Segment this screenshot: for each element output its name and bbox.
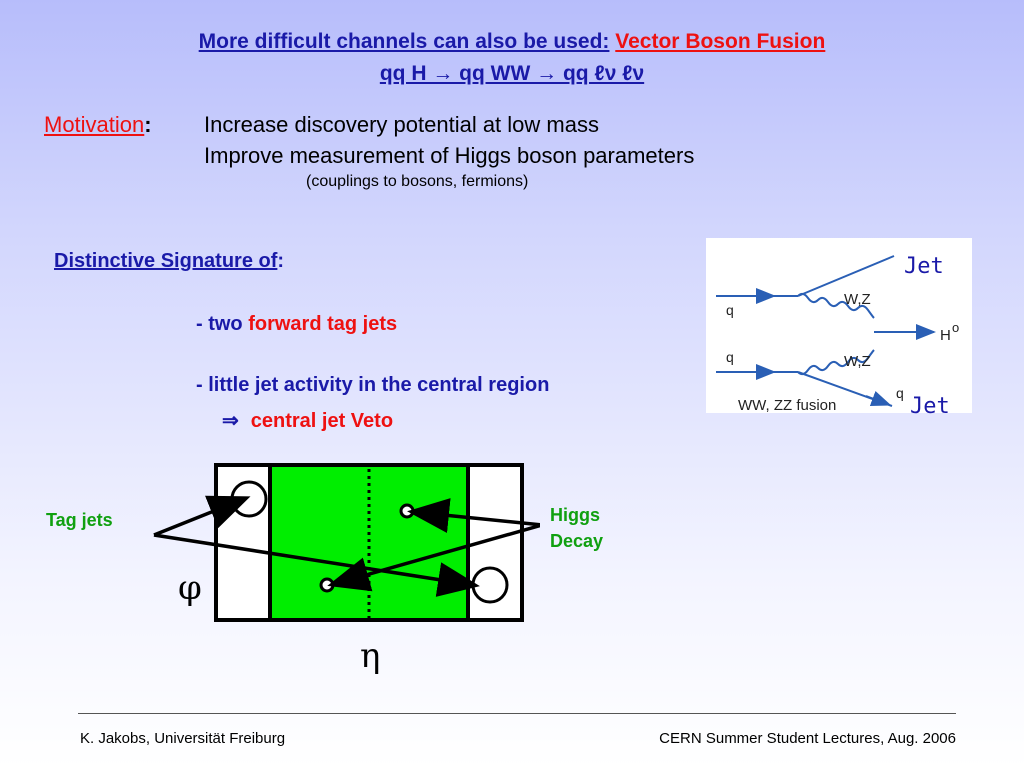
signature-colon: : (277, 250, 285, 272)
bullet-3-text: central jet Veto (250, 410, 394, 432)
boson-wave-bottom (797, 349, 875, 376)
higgs-arrow-bottom (327, 523, 540, 592)
title-prefix: More difficult channels can also be used… (198, 30, 610, 53)
motivation-line-1: Increase discovery potential at low mass (204, 112, 599, 137)
motivation-heading: Motivation: (44, 112, 152, 138)
title-highlight: Vector Boson Fusion (615, 30, 826, 53)
bullet-1-prefix: - two (196, 313, 243, 335)
jet-label-bottom: Jet (910, 394, 950, 419)
q-in-bottom-label: q (726, 349, 734, 365)
slide-title: More difficult channels can also be used… (0, 30, 1024, 54)
motivation-line-3: (couplings to bosons, fermions) (306, 173, 529, 190)
higgs-label: H (940, 327, 951, 344)
feynman-diagram: q q W,Z W,Z H o q WW, ZZ fusion (706, 238, 972, 414)
footer-divider (78, 713, 956, 714)
bullet-jet-activity: - little jet activity in the central reg… (196, 374, 550, 396)
jet-arrow-bottom (865, 390, 892, 406)
boson-top-label: W,Z (844, 291, 871, 308)
process-formula: qq H → qq WW → qq ℓν ℓν (379, 62, 645, 85)
higgs-decay-label: Higgs Decay (550, 502, 603, 554)
slide-subtitle: qq H → qq WW → qq ℓν ℓν (0, 62, 1024, 86)
higgs-arrow-top (407, 498, 540, 533)
tag-jets-label: Tag jets (46, 510, 113, 530)
higgs-decay-point-top (399, 503, 415, 519)
feynman-svg: q q W,Z W,Z H o q WW, ZZ fusion (716, 255, 959, 414)
boson-wave-top (797, 292, 875, 319)
q-out-label: q (896, 385, 904, 401)
phi-axis-label: φ (178, 568, 202, 608)
eta-axis-label: η (360, 636, 381, 676)
fusion-caption: WW, ZZ fusion (738, 397, 836, 413)
higgs-decay-line-2: Decay (550, 531, 604, 551)
bullet-1-highlight: forward tag jets (248, 313, 398, 335)
q-in-top-label: q (726, 302, 734, 318)
eta-phi-diagram (153, 463, 540, 622)
boson-bottom-label: W,Z (844, 353, 871, 370)
footer-event: CERN Summer Student Lectures, Aug. 2006 (659, 730, 956, 747)
signature-heading: Distinctive Signature of: (54, 250, 284, 273)
higgs-superscript: o (952, 320, 959, 335)
implies-arrow: ⇒ (222, 410, 239, 432)
signature-heading-text: Distinctive Signature of (54, 250, 278, 272)
motivation-colon: : (144, 112, 152, 137)
higgs-decay-line-1: Higgs (550, 505, 601, 525)
bullet-tag-jets: - two forward tag jets (196, 313, 397, 336)
jet-label-top: Jet (904, 254, 944, 279)
tag-jet-arrow-top (153, 495, 251, 537)
bullet-jet-veto: ⇒ central jet Veto (222, 408, 393, 433)
tag-jet-arrow-bottom (153, 533, 480, 597)
higgs-decay-point-bottom (319, 577, 335, 593)
footer-author: K. Jakobs, Universität Freiburg (80, 730, 286, 747)
jet-line-top (797, 255, 895, 297)
motivation-line-2: Improve measurement of Higgs boson param… (204, 143, 695, 168)
motivation-label: Motivation (44, 112, 145, 137)
